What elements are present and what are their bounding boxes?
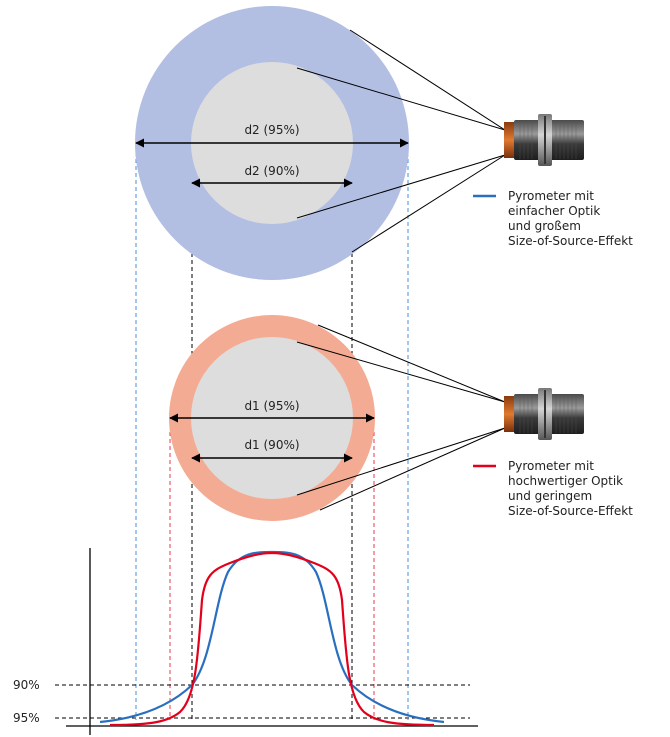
legend-simple-optics: Pyrometer mit einfacher Optik und großem… — [473, 189, 633, 248]
svg-text:Pyrometer mit hochwertig: Pyrometer mit hochwertiger Optik und ger… — [508, 459, 633, 518]
svg-text:Pyrometer mit einfacher: Pyrometer mit einfacher Optik und großem… — [508, 189, 633, 248]
legend-quality-line-4: Size-of-Source-Effekt — [508, 504, 633, 518]
level-95-label: 95% — [13, 711, 40, 725]
legend-quality-line-3: und geringem — [508, 489, 592, 503]
legend-simple-line-2: einfacher Optik — [508, 204, 600, 218]
legend-simple-line-1: Pyrometer mit — [508, 189, 594, 203]
legend-quality-line-1: Pyrometer mit — [508, 459, 594, 473]
pyrometer-bottom-icon — [504, 388, 584, 440]
profile-curve-red — [109, 551, 435, 727]
dimension-arrows — [135, 138, 409, 463]
label-d1-90: d1 (90%) — [244, 438, 299, 452]
sight-lines-top — [296, 29, 506, 253]
pyrometer-top-icon — [504, 114, 584, 166]
label-d1-95: d1 (95%) — [244, 399, 299, 413]
label-d2-95: d2 (95%) — [244, 123, 299, 137]
legend-simple-line-3: und großem — [508, 219, 581, 233]
legend-quality-optics: Pyrometer mit hochwertiger Optik und ger… — [473, 459, 633, 518]
sight-lines-bottom — [296, 324, 506, 511]
dimension-labels: d2 (95%) d2 (90%) d1 (95%) d1 (90%) — [244, 123, 299, 452]
profile-plot: 90% 95% — [13, 548, 478, 735]
level-90-label: 90% — [13, 678, 40, 692]
profile-curve-blue — [99, 550, 445, 724]
label-d2-90: d2 (90%) — [244, 164, 299, 178]
legend-quality-line-2: hochwertiger Optik — [508, 474, 623, 488]
legend-simple-line-4: Size-of-Source-Effekt — [508, 234, 633, 248]
